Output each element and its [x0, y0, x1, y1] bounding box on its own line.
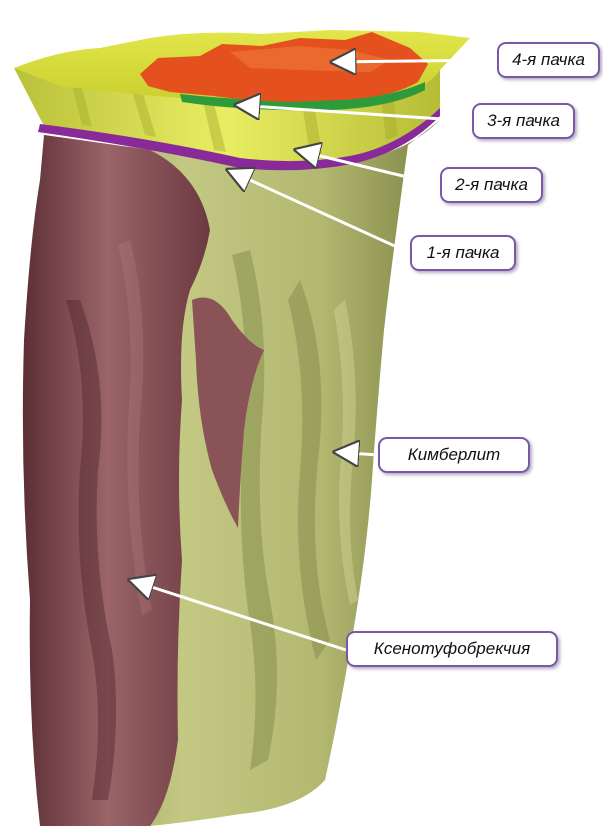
arrow-pack4	[332, 60, 497, 62]
label-pack2: 2-я пачка	[440, 167, 543, 203]
label-kimberlite: Кимберлит	[378, 437, 530, 473]
label-pack4: 4-я пачка	[497, 42, 600, 78]
label-xenotuffbreccia: Ксенотуфобрекчия	[346, 631, 558, 667]
label-pack3: 3-я пачка	[472, 103, 575, 139]
label-pack1: 1-я пачка	[410, 235, 516, 271]
